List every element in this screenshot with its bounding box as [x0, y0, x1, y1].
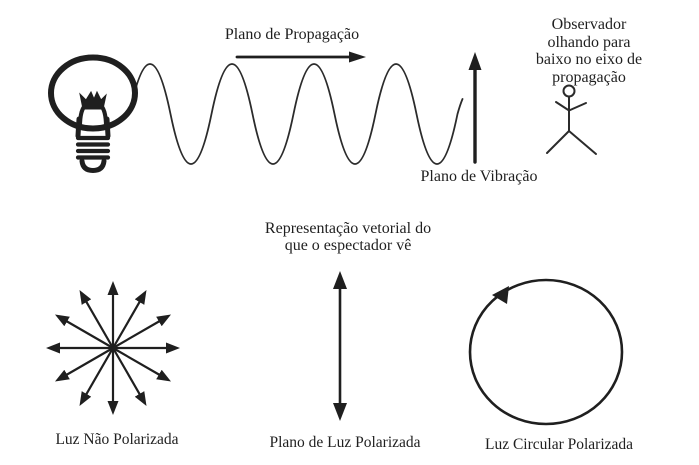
filament [78, 90, 108, 129]
observer-caption-line3: propagação [552, 68, 626, 86]
plane-polarized-label: Plano de Luz Polarizada [269, 434, 421, 451]
light-bulb-icon [48, 54, 138, 174]
vector-caption-line1: Representação vetorial do [264, 220, 432, 237]
vibration-label: Plano de Vibração [420, 168, 538, 185]
vertical-double-arrow-icon [333, 271, 347, 421]
right-arrow-icon [235, 51, 366, 63]
propagation-label: Plano de Propagação [224, 26, 360, 43]
vector-caption-line2: que o espectador vê [284, 236, 412, 254]
stick-figure-icon [546, 84, 597, 155]
observer-caption: Observador olhando para baixo no eixo de… [534, 16, 644, 86]
circular-polarized-label: Luz Circular Polarizada [484, 436, 634, 453]
observer-caption-line2: baixo no eixo de [535, 51, 643, 68]
circular-arrow-icon [468, 278, 624, 426]
sine-wave-curve [128, 63, 464, 165]
observer-caption-line1: Observador olhando para [547, 16, 631, 51]
vector-caption: Representação vetorial do que o espectad… [264, 220, 432, 254]
unpolarized-label: Luz Não Polarizada [55, 431, 179, 448]
radial-arrows-icon [46, 281, 180, 415]
up-arrow-icon [468, 52, 482, 164]
